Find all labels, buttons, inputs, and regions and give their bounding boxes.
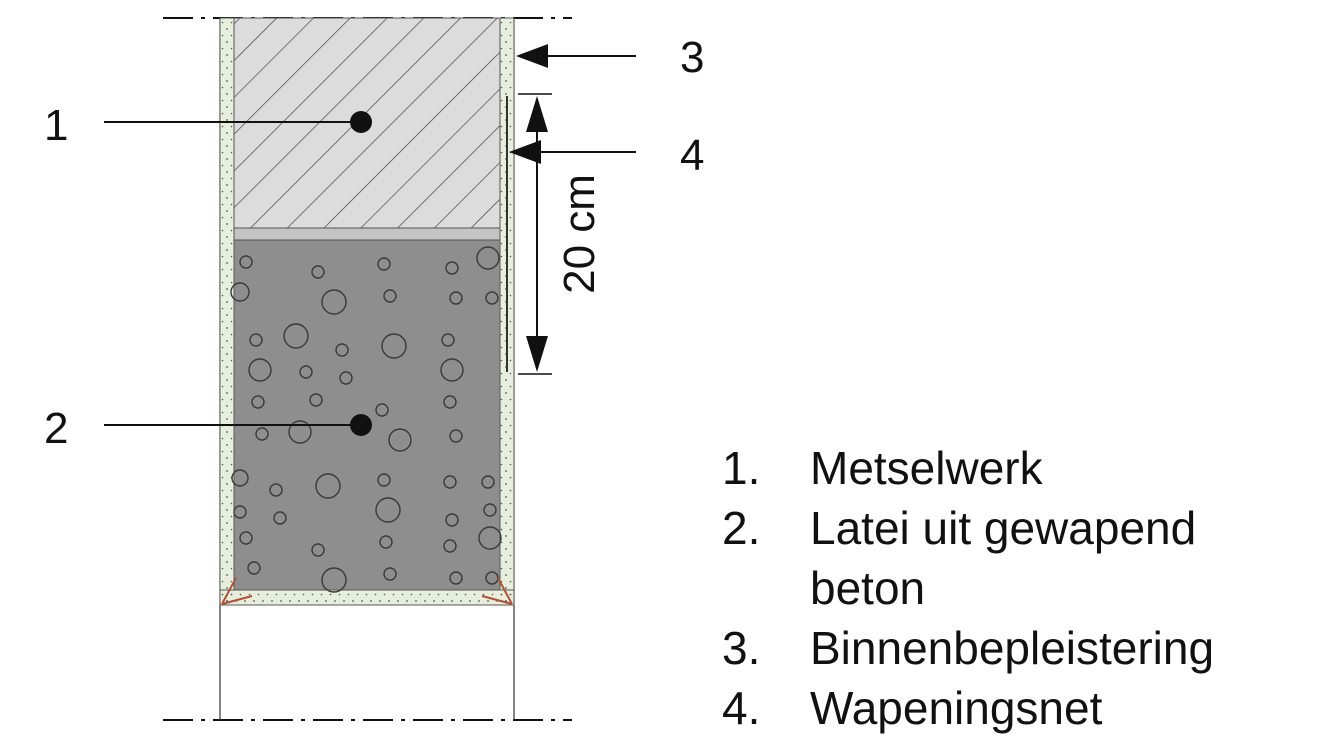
aggregate-stone xyxy=(440,358,464,382)
legend-text: Metselwerk xyxy=(810,442,1043,494)
aggregate-stone xyxy=(388,428,412,452)
aggregate-stone xyxy=(269,483,283,497)
aggregate-stone xyxy=(443,475,457,489)
aggregate-stone xyxy=(311,543,325,557)
legend-number: 1. xyxy=(722,442,761,494)
corner-bead-right xyxy=(481,577,513,605)
aggregate-stone xyxy=(315,473,341,499)
dimension-label: 20 cm xyxy=(555,174,604,294)
aggregate-stone xyxy=(381,333,407,359)
legend-item-1: 1. Metselwerk xyxy=(722,438,1312,498)
aggregate-stone xyxy=(283,323,309,349)
legend-text: Wapeningsnet xyxy=(810,682,1103,734)
aggregate-stone xyxy=(239,531,253,545)
legend: 1. Metselwerk 2. Latei uit gewapend beto… xyxy=(722,438,1312,738)
callout-4-label: 4 xyxy=(680,131,704,180)
legend-item-2: 2. Latei uit gewapend beton xyxy=(722,498,1312,618)
aggregate-stone xyxy=(485,291,499,305)
aggregate-stone xyxy=(249,333,263,347)
aggregate-stone xyxy=(375,497,401,523)
aggregate-stone xyxy=(481,475,495,489)
legend-item-4: 4. Wapeningsnet xyxy=(722,678,1312,738)
legend-text: Latei uit gewapend beton xyxy=(810,502,1197,614)
aggregate-stone xyxy=(273,511,287,525)
aggregate-stone xyxy=(377,257,391,271)
aggregate-stone xyxy=(483,503,497,517)
dimension-20cm: 20 cm xyxy=(518,93,604,375)
aggregate-stone xyxy=(478,526,502,550)
aggregate-stone xyxy=(255,427,269,441)
aggregate-stone xyxy=(443,539,457,553)
aggregate-stone xyxy=(233,505,247,519)
aggregate-stone xyxy=(449,291,463,305)
callout-4: 4 xyxy=(509,131,704,180)
aggregate-stone xyxy=(445,261,459,275)
aggregate-stone xyxy=(443,395,457,409)
aggregate-stone xyxy=(321,289,347,315)
aggregate-stone xyxy=(247,561,261,575)
aggregate-stone xyxy=(321,567,347,593)
aggregate-stone xyxy=(311,265,325,279)
aggregate-stone xyxy=(377,473,391,487)
aggregate-stone xyxy=(248,358,272,382)
callout-2: 2 xyxy=(44,404,372,453)
aggregate-stone xyxy=(239,255,253,269)
aggregate-stone xyxy=(449,571,463,585)
aggregate-stone xyxy=(288,420,312,444)
aggregate-stone xyxy=(383,567,397,581)
aggregate-stone xyxy=(383,289,397,303)
callout-1: 1 xyxy=(44,101,372,150)
mortar-joint xyxy=(233,227,501,241)
aggregate-stone xyxy=(441,333,455,347)
callout-2-label: 2 xyxy=(44,404,68,453)
aggregate-stone xyxy=(379,535,393,549)
callout-1-label: 1 xyxy=(44,101,68,150)
concrete-lintel xyxy=(230,239,502,593)
legend-item-3: 3. Binnenbepleistering xyxy=(722,618,1312,678)
corner-bead-left xyxy=(221,577,253,605)
aggregate-stone xyxy=(339,371,353,385)
legend-number: 3. xyxy=(722,622,761,674)
callout-3-label: 3 xyxy=(680,33,704,82)
legend-number: 2. xyxy=(722,502,761,554)
aggregate-stone xyxy=(445,513,459,527)
aggregate-stone xyxy=(309,393,323,407)
aggregate-stone xyxy=(449,429,463,443)
aggregate-stone xyxy=(476,246,500,270)
aggregate-stone xyxy=(230,282,250,302)
legend-text: Binnenbepleistering xyxy=(810,622,1215,674)
callout-3: 3 xyxy=(516,33,704,82)
aggregate-stone xyxy=(299,365,313,379)
legend-number: 4. xyxy=(722,682,761,734)
aggregate-stone xyxy=(231,469,249,487)
aggregate-stone xyxy=(251,395,265,409)
aggregate-stone xyxy=(375,403,389,417)
aggregate-stone xyxy=(335,343,349,357)
